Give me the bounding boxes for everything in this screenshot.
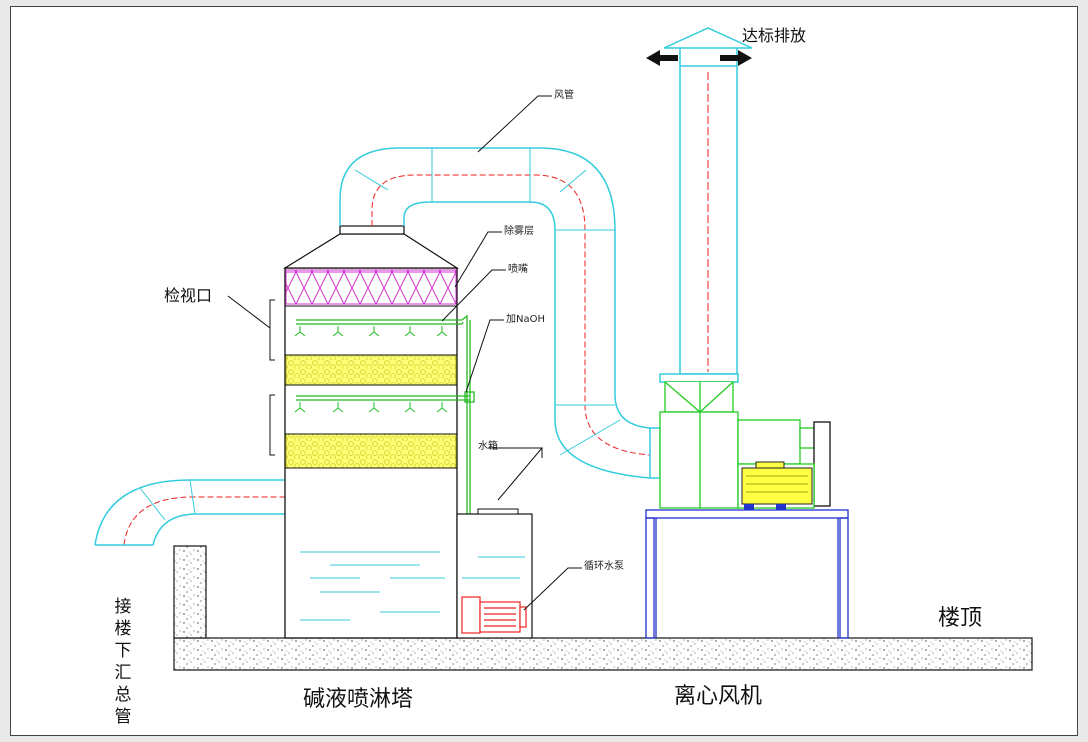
label-nozzle: 喷嘴 — [508, 264, 528, 275]
label-demister: 除雾层 — [504, 226, 534, 237]
label-naoh: 加NaOH — [506, 314, 545, 325]
label-discharge: 达标排放 — [742, 26, 807, 45]
label-pump: 循环水泵 — [584, 561, 624, 572]
exhaust-stack — [646, 27, 753, 383]
label-roof: 楼顶 — [938, 606, 983, 631]
label-duct: 风管 — [554, 90, 574, 101]
label-inlet: 接楼下汇总管 — [114, 597, 132, 727]
roof-slab — [173, 637, 1033, 671]
fan-stand — [645, 509, 849, 639]
label-tank: 水箱 — [478, 441, 498, 452]
label-tower: 碱液喷淋塔 — [303, 687, 414, 712]
label-inspection: 检视口 — [164, 286, 213, 305]
leader-lines — [227, 95, 582, 611]
fan-motor — [741, 461, 813, 510]
inlet-pedestal — [173, 545, 207, 639]
spray-tower — [269, 225, 460, 639]
label-fan: 离心风机 — [674, 684, 763, 709]
circulation-pump — [461, 596, 527, 634]
air-duct — [339, 147, 661, 479]
